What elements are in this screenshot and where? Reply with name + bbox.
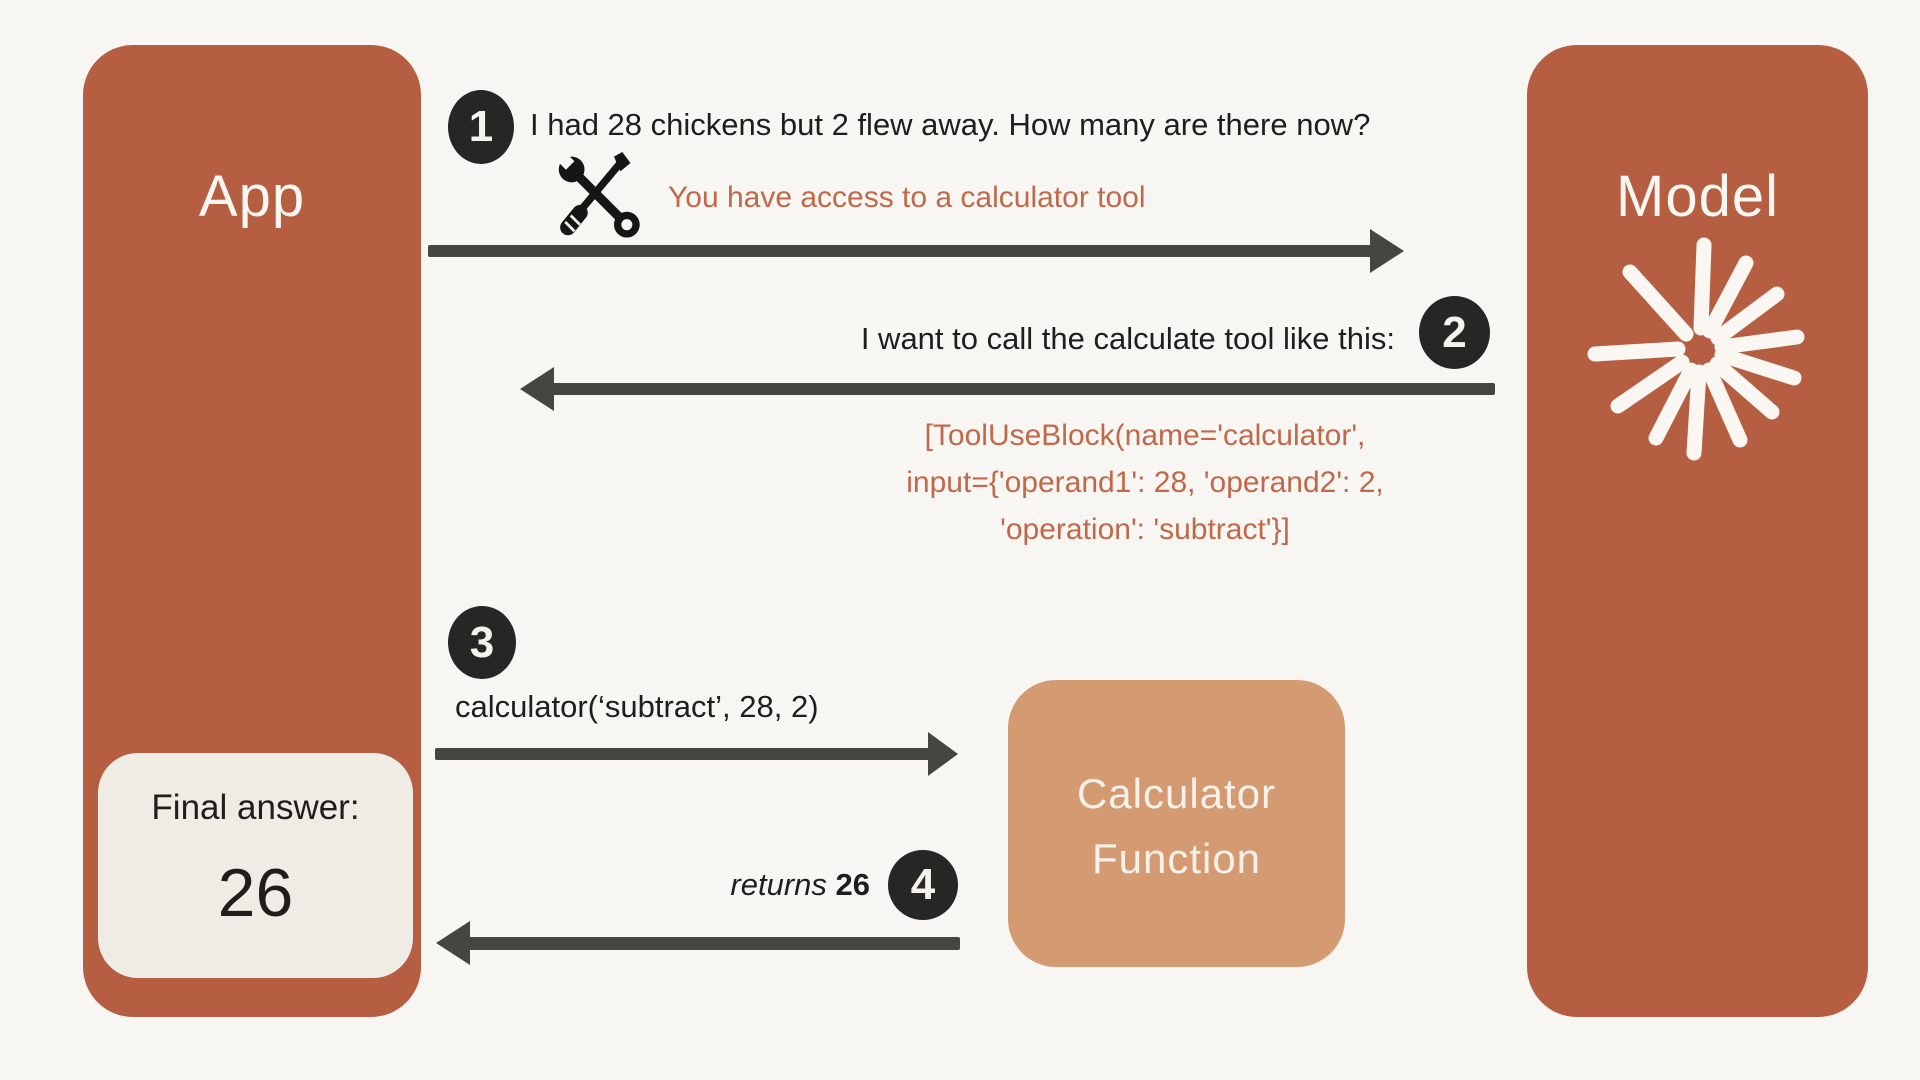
step4-number-badge: 4 [888,850,958,920]
final-answer-value: 26 [217,855,294,931]
calculator-box-line1: Calculator [1076,770,1277,817]
arrow-app-to-model [428,229,1404,273]
code-line-3: 'operation': 'subtract'}] [1000,513,1290,546]
tool-use-block-code: [ToolUseBlock(name='calculator', input={… [845,412,1445,553]
step2-number: 2 [1442,307,1467,357]
calculator-box-line2: Function [1091,835,1262,882]
final-answer-box: Final answer: 26 [98,753,413,978]
step1-number-badge: 1 [448,90,514,164]
model-panel: Model [1527,45,1868,1017]
code-line-1: [ToolUseBlock(name='calculator', [924,419,1366,452]
tools-icon [556,152,648,244]
step1-number: 1 [468,102,494,151]
step3-number: 3 [469,617,495,667]
model-panel-title: Model [1616,164,1779,229]
step2-number-badge: 2 [1419,296,1490,369]
step3-number-badge: 3 [448,606,516,679]
step1-message: I had 28 chickens but 2 flew away. How m… [530,107,1371,142]
step4-return-text: returns 26 [600,864,870,906]
returned-value: 26 [835,867,870,902]
arrow-calculator-to-app [436,921,960,965]
app-panel-title: App [198,164,306,229]
app-panel: App Final answer: 26 [83,45,421,1017]
code-line-2: input={'operand1': 28, 'operand2': 2, [906,466,1384,499]
step1-system-note: You have access to a calculator tool [668,181,1146,214]
step4-number: 4 [910,860,936,909]
arrow-model-to-app [520,367,1495,411]
final-answer-label: Final answer: [151,788,360,827]
step3-call-text: calculator(‘subtract’, 28, 2) [455,689,819,724]
step2-message: I want to call the calculate tool like t… [860,321,1395,356]
model-spark-icon [1585,235,1815,465]
arrow-app-to-calculator [435,732,958,776]
calculator-function-box: Calculator Function [1008,680,1345,967]
returns-word: returns [730,867,827,902]
